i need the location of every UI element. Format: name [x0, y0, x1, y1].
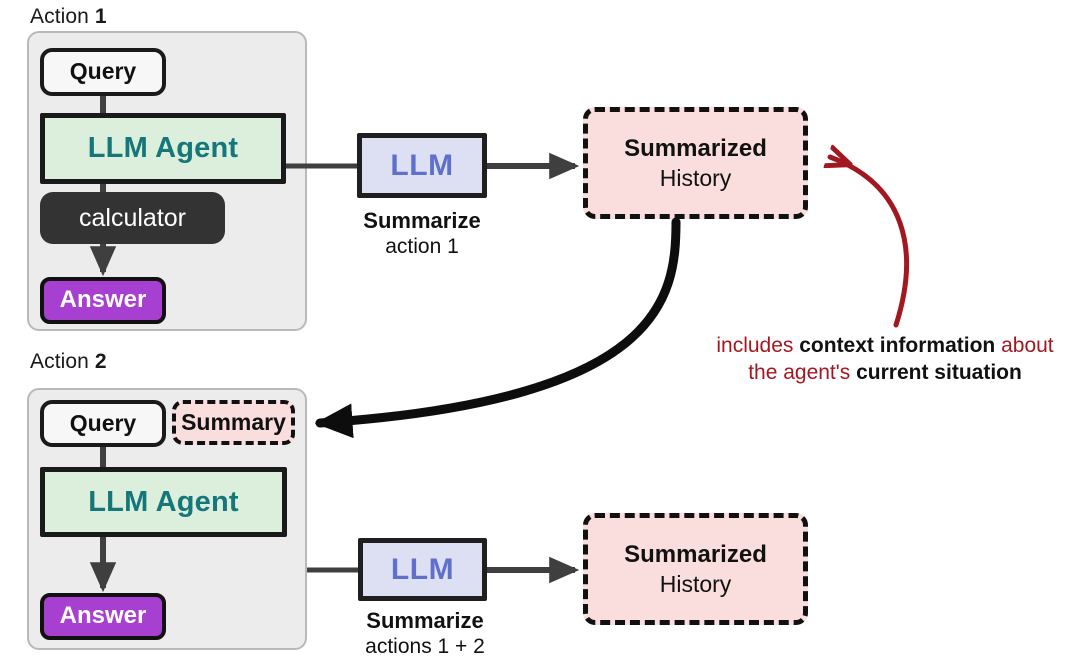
action-1-answer-box[interactable]: Answer — [40, 277, 166, 324]
action-1-tool-label: calculator — [79, 204, 186, 232]
action-1-agent-label: LLM Agent — [87, 132, 239, 165]
action-1-label-number: 1 — [94, 5, 107, 28]
context-annotation-line-1: includes context information about — [705, 333, 1065, 360]
summarizer-1-history-box[interactable]: Summarized History — [583, 107, 808, 219]
action-2-query-label: Query — [69, 409, 137, 436]
summarizer-2-llm-label: LLM — [390, 552, 455, 586]
context-annotation-line-2: the agent's current situation — [705, 360, 1065, 387]
action-2-summary-label: Summary — [181, 408, 286, 435]
action-2-label-prefix: Action — [30, 350, 95, 373]
summarizer-2-history-line2: History — [659, 570, 732, 597]
action-1-label: Action 1 — [30, 5, 107, 29]
summarizer-1-caption-line1: Summarize — [363, 208, 481, 233]
action-2-summary-box[interactable]: Summary — [172, 400, 295, 445]
action-1-tool-box[interactable]: calculator — [40, 192, 225, 244]
annotation-line2-b: current situation — [856, 360, 1022, 384]
context-annotation: includes context information about the a… — [705, 333, 1065, 387]
summarizer-2-llm-box[interactable]: LLM — [358, 538, 487, 601]
summarizer-2-history-line1: Summarized — [624, 540, 767, 568]
action-1-label-prefix: Action — [30, 5, 95, 28]
summarizer-2-caption-line1: Summarize — [366, 608, 484, 633]
action-2-agent-label: LLM Agent — [88, 485, 239, 518]
context-annotation-arrow — [830, 157, 909, 328]
annotation-line1-c: about — [995, 334, 1054, 357]
summarizer-1-caption-line2: action 1 — [385, 235, 459, 259]
summarizer-2-caption: Summarize actions 1 + 2 — [330, 608, 520, 660]
action-2-answer-box[interactable]: Answer — [40, 593, 166, 640]
summarizer-1-history-line2: History — [659, 164, 732, 191]
action-2-agent-box[interactable]: LLM Agent — [40, 467, 287, 537]
summarizer-1-caption: Summarize action 1 — [337, 208, 507, 260]
annotation-line2-a: the agent's — [748, 360, 857, 384]
action-2-query-box[interactable]: Query — [40, 400, 166, 447]
action-2-answer-label: Answer — [59, 602, 147, 630]
summarizer-1-llm-box[interactable]: LLM — [357, 133, 487, 198]
action-1-query-box[interactable]: Query — [40, 48, 166, 96]
action-1-answer-label: Answer — [59, 286, 147, 314]
annotation-line1-b: context information — [799, 334, 996, 357]
action-1-agent-box[interactable]: LLM Agent — [40, 113, 286, 184]
summarizer-1-llm-label: LLM — [390, 148, 454, 182]
annotation-line1-a: includes — [716, 334, 800, 357]
action-2-label-number: 2 — [94, 350, 107, 373]
summarizer-1-history-line1: Summarized — [624, 134, 767, 162]
action-2-label: Action 2 — [30, 350, 107, 374]
summarizer-2-history-box[interactable]: Summarized History — [583, 513, 808, 625]
action-1-query-label: Query — [69, 58, 137, 85]
summarizer-2-caption-line2: actions 1 + 2 — [365, 635, 485, 659]
